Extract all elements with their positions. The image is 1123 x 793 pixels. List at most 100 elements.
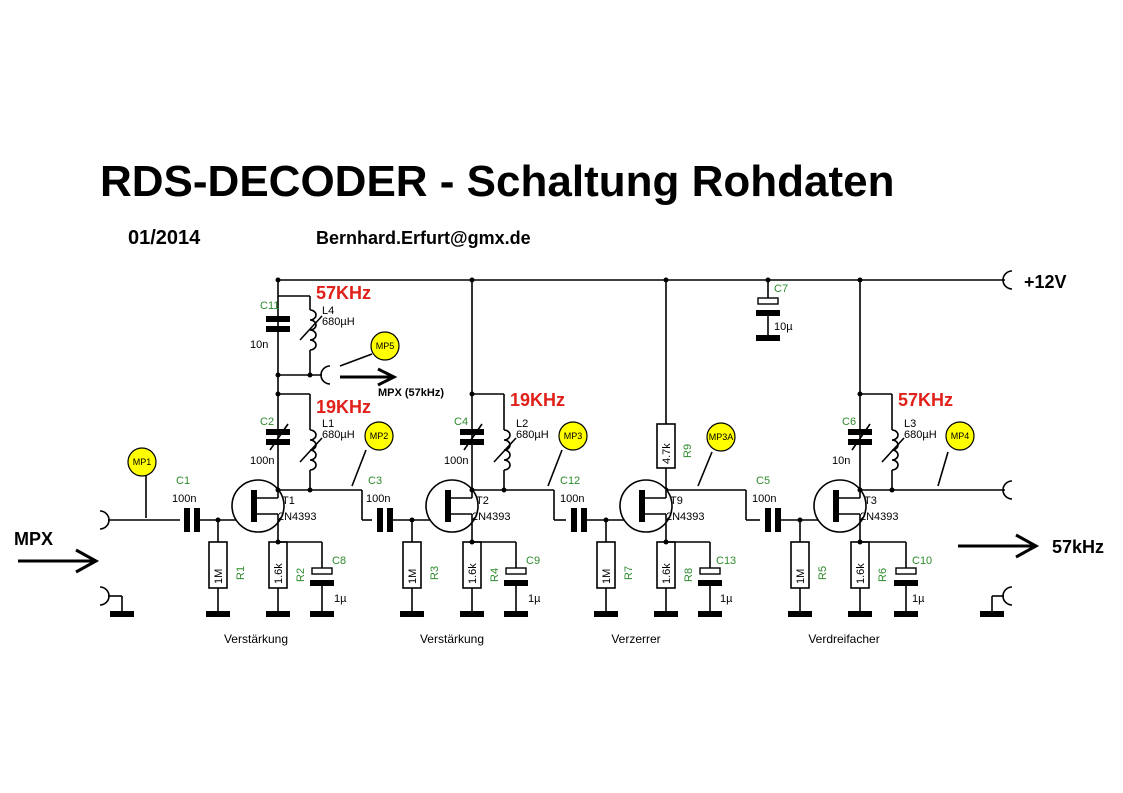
test-point-mp3a: MP3A: [697, 422, 736, 487]
revision-date: 01/2014: [128, 227, 201, 249]
output-label: 57kHz: [1052, 537, 1104, 557]
schematic-title: RDS-DECODER - Schaltung Rohdaten: [100, 157, 894, 206]
c4-value: 100n: [444, 455, 468, 467]
freq-label-19khz-stage2: 19KHz: [510, 390, 565, 410]
svg-text:MP1: MP1: [133, 457, 152, 467]
test-point-mp1: MP1: [127, 447, 157, 518]
r7-value: 1M: [601, 569, 613, 584]
l3-value: 680µH: [904, 429, 937, 441]
l4-value: 680µH: [322, 316, 355, 328]
c6-value: 10n: [832, 455, 850, 467]
c11-ref: C11: [260, 300, 279, 312]
r4-value: 1.6k: [467, 563, 479, 584]
tank-57khz-output: C6 10n L3 680µH 57KHz: [832, 280, 1013, 500]
stage-label-2: Verstärkung: [420, 632, 484, 646]
c9-value: 1µ: [528, 593, 541, 605]
c10-value: 1µ: [912, 593, 925, 605]
l3-ref: L3: [904, 418, 916, 430]
stage-1: C1 100n T1 2N4393 1M R1 1.6k R2 C8 1µ Ve…: [172, 475, 347, 646]
c8-value: 1µ: [334, 593, 347, 605]
r3-ref: R3: [429, 566, 441, 580]
c2-ref: C2: [260, 416, 274, 428]
l4-ref: L4: [322, 305, 334, 317]
test-point-mp3: MP3: [547, 421, 588, 487]
c10-ref: C10: [912, 555, 932, 567]
t1-ref: T1: [282, 495, 295, 507]
t3-ref: T3: [864, 495, 877, 507]
r9-ref: R9: [682, 444, 694, 458]
freq-label-57khz-output: 57KHz: [898, 390, 953, 410]
r5-ref: R5: [817, 566, 829, 580]
t2-ref: T2: [476, 495, 489, 507]
stage-label-3: Verzerrer: [611, 632, 660, 646]
c8-ref: C8: [332, 555, 346, 567]
resistor-r9: 4.7k R9: [656, 280, 746, 493]
c7-value: 10µ: [774, 321, 793, 333]
mpx-tap-label: MPX (57kHz): [378, 387, 444, 399]
r1-value: 1M: [213, 569, 225, 584]
r7-ref: R7: [623, 566, 635, 580]
svg-text:MP3A: MP3A: [709, 432, 734, 442]
r5-value: 1M: [795, 569, 807, 584]
r6-value: 1.6k: [855, 563, 867, 584]
stage-label-1: Verstärkung: [224, 632, 288, 646]
capacitor-c7: C7 10µ: [756, 280, 793, 341]
l2-value: 680µH: [516, 429, 549, 441]
test-point-mp5: MP5: [339, 331, 400, 367]
stage-2: C3 100n T2 2N4393 1M R3 1.6k R4 C9 1µ Ve…: [361, 475, 541, 646]
c3-ref: C3: [368, 475, 382, 487]
output-section: 57kHz: [958, 533, 1104, 617]
stage-3: C12 100n T9 2N4393 1M R7 1.6k R8 C13 1µ …: [553, 475, 736, 646]
c13-value: 1µ: [720, 593, 733, 605]
supply-label: +12V: [1024, 272, 1067, 292]
c3-value: 100n: [366, 493, 390, 505]
svg-text:MP5: MP5: [376, 341, 395, 351]
r2-value: 1.6k: [273, 563, 285, 584]
r1-ref: R1: [235, 566, 247, 580]
svg-text:MP2: MP2: [370, 431, 389, 441]
r8-value: 1.6k: [661, 563, 673, 584]
c6-ref: C6: [842, 416, 856, 428]
r9-value: 4.7k: [661, 443, 673, 464]
supply-rail: +12V: [275, 270, 1067, 292]
t9-type: 2N4393: [666, 511, 705, 523]
r6-ref: R6: [877, 568, 889, 582]
input-section: MPX: [14, 510, 180, 617]
c5-value: 100n: [752, 493, 776, 505]
c9-ref: C9: [526, 555, 540, 567]
freq-label-19khz-stage1: 19KHz: [316, 397, 371, 417]
c11-value: 10n: [250, 339, 268, 351]
l1-ref: L1: [322, 418, 334, 430]
c5-ref: C5: [756, 475, 770, 487]
stage-label-4: Verdreifacher: [808, 632, 879, 646]
c12-value: 100n: [560, 493, 584, 505]
r4-ref: R4: [489, 568, 501, 582]
svg-text:MP3: MP3: [564, 431, 583, 441]
c4-ref: C4: [454, 416, 468, 428]
freq-label-57khz-upper: 57KHz: [316, 283, 371, 303]
test-point-mp4: MP4: [937, 421, 975, 487]
l1-value: 680µH: [322, 429, 355, 441]
c2-value: 100n: [250, 455, 274, 467]
t3-type: 2N4393: [860, 511, 899, 523]
mpx-tap-arrow: MPX (57kHz): [340, 367, 444, 399]
t1-type: 2N4393: [278, 511, 317, 523]
test-point-mp2: MP2: [351, 421, 394, 487]
c13-ref: C13: [716, 555, 736, 567]
tank-19khz-stage1: C2 100n L1 680µH 19KHz: [250, 391, 371, 493]
r3-value: 1M: [407, 569, 419, 584]
r2-ref: R2: [295, 568, 307, 582]
stage-4: C5 100n T3 2N4393 1M R5 1.6k R6 C10 1µ V…: [745, 475, 932, 646]
c12-ref: C12: [560, 475, 580, 487]
c7-ref: C7: [774, 283, 788, 295]
c1-value: 100n: [172, 493, 196, 505]
t2-type: 2N4393: [472, 511, 511, 523]
t9-ref: T9: [670, 495, 683, 507]
r8-ref: R8: [683, 568, 695, 582]
input-label: MPX: [14, 529, 53, 549]
svg-text:MP4: MP4: [951, 431, 970, 441]
tank-19khz-stage2: C4 100n L2 680µH 19KHz: [444, 280, 565, 493]
l2-ref: L2: [516, 418, 528, 430]
c1-ref: C1: [176, 475, 190, 487]
